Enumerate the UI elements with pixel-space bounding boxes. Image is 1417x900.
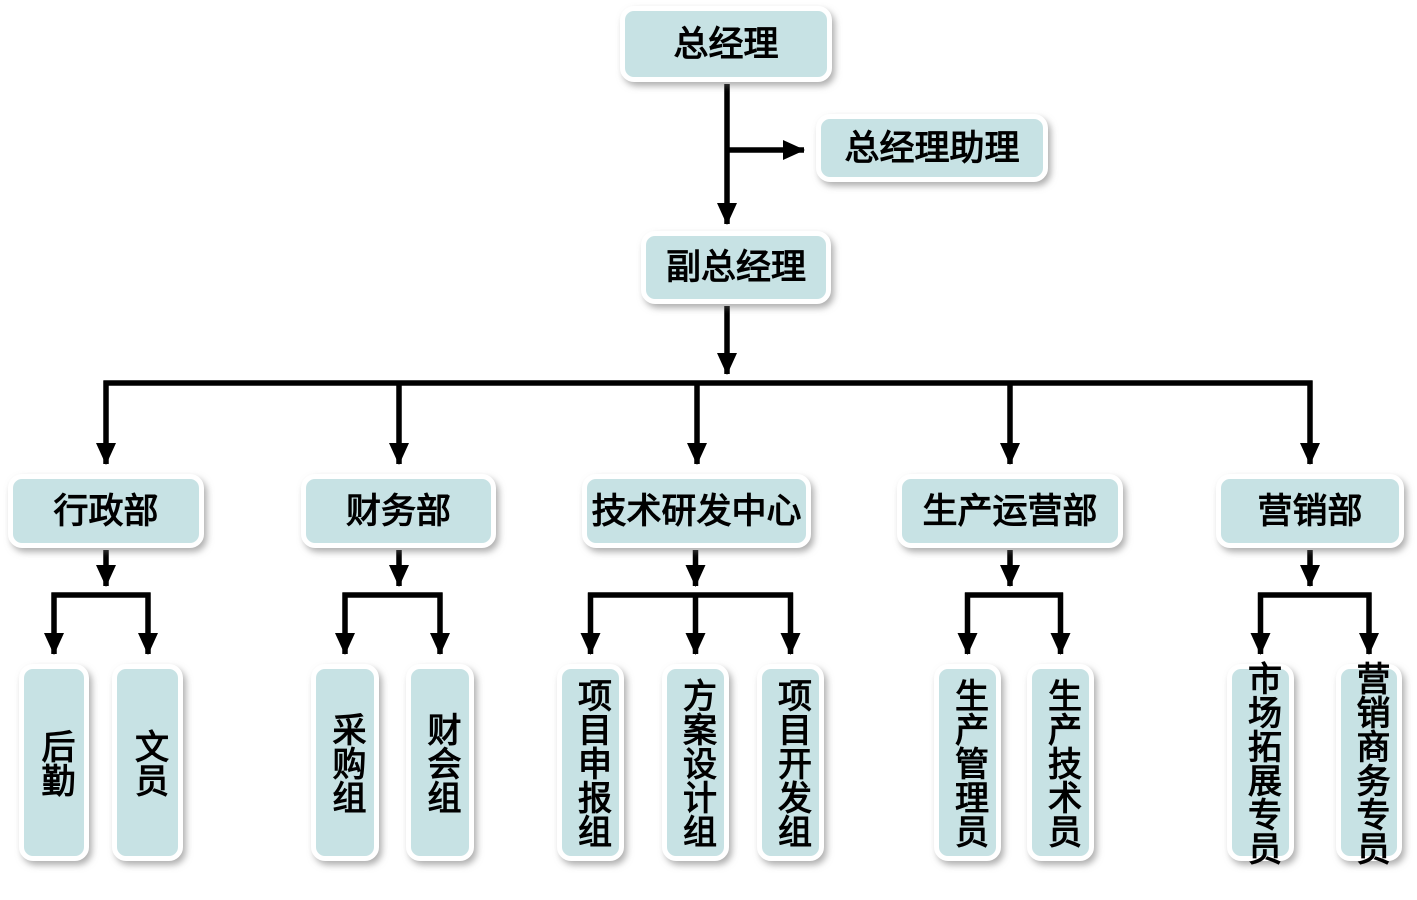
- node-marketing-business-specialist: 营销商务专员: [1336, 661, 1402, 865]
- node-label: 技术研发中心: [591, 491, 802, 531]
- node-dept-rnd-center: 技术研发中心: [582, 474, 811, 548]
- node-label: 生产管理员: [949, 677, 987, 848]
- node-deputy-general-manager: 副总经理: [641, 231, 831, 304]
- node-label: 副总经理: [665, 248, 806, 287]
- node-label: 财会组: [422, 711, 459, 814]
- node-label: 项目申报组: [572, 677, 610, 848]
- node-dept-marketing: 营销部: [1216, 474, 1404, 548]
- node-market-expansion-specialist: 市场拓展专员: [1227, 661, 1294, 865]
- node-dept-finance: 财务部: [301, 474, 496, 548]
- node-label: 总经理: [673, 24, 779, 64]
- node-purchasing-group: 采购组: [311, 664, 379, 861]
- node-solution-design-group: 方案设计组: [662, 664, 729, 861]
- node-label: 营销商务专员: [1351, 660, 1388, 865]
- node-label: 后勤: [36, 728, 73, 797]
- node-label: 项目开发组: [772, 677, 810, 848]
- node-label: 营销部: [1257, 491, 1363, 531]
- node-accounting-group: 财会组: [406, 664, 474, 861]
- node-project-application-group: 项目申报组: [557, 664, 624, 861]
- node-label: 采购组: [327, 711, 364, 814]
- node-label: 生产技术员: [1042, 677, 1080, 848]
- node-dept-production-operations: 生产运营部: [897, 474, 1123, 548]
- node-production-technician: 生产技术员: [1027, 664, 1094, 861]
- node-project-development-group: 项目开发组: [757, 664, 824, 861]
- node-gm-assistant: 总经理助理: [816, 114, 1048, 182]
- node-production-administrator: 生产管理员: [934, 664, 1001, 861]
- node-dept-administration: 行政部: [8, 474, 204, 548]
- node-clerk: 文员: [112, 664, 183, 861]
- node-general-manager: 总经理: [620, 6, 832, 82]
- node-label: 生产运营部: [922, 491, 1098, 531]
- node-label: 行政部: [53, 491, 159, 531]
- node-label: 方案设计组: [677, 677, 715, 848]
- node-label: 文员: [129, 728, 167, 797]
- node-label: 财务部: [345, 491, 451, 531]
- node-label: 总经理助理: [844, 128, 1020, 168]
- node-label: 市场拓展专员: [1242, 660, 1280, 865]
- node-logistics: 后勤: [19, 664, 89, 861]
